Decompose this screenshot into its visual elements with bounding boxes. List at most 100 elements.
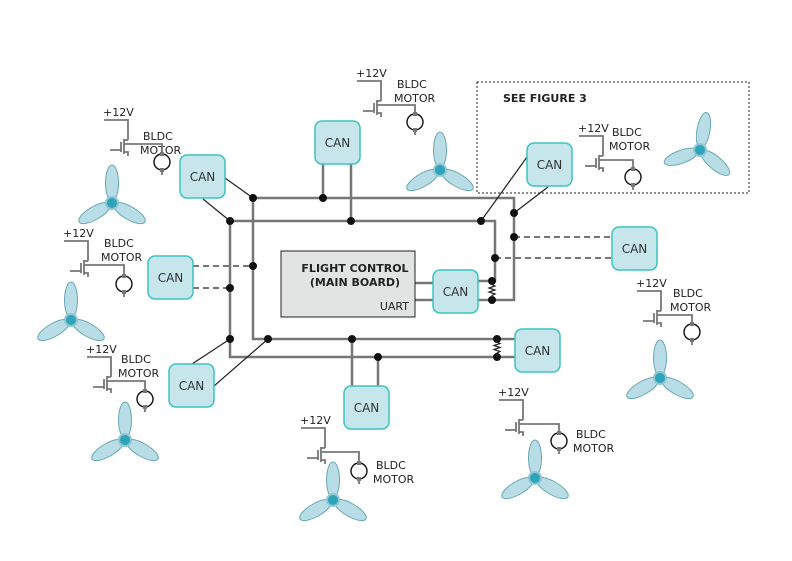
flight-control-board <box>280 250 416 318</box>
transistor-icon <box>301 427 360 484</box>
propeller-blade <box>653 339 667 377</box>
motor-label-line2: MOTOR <box>609 140 651 153</box>
motor-label-line2: MOTOR <box>394 92 436 105</box>
transistor-icon <box>579 135 634 190</box>
propeller-icon <box>626 339 694 400</box>
motor-label-line1: BLDC <box>397 78 427 91</box>
propeller-icon <box>37 281 105 342</box>
motor-brush <box>160 152 164 156</box>
motor-brush <box>690 338 694 342</box>
motor-label-line1: BLDC <box>143 130 173 143</box>
junction-dot <box>226 284 234 292</box>
motor-icon <box>115 275 133 293</box>
flight-control-title: FLIGHT CONTROL <box>301 262 408 275</box>
transistor-icon <box>104 119 163 175</box>
motor-brush <box>631 167 635 171</box>
can-node: CAN <box>147 255 194 300</box>
propeller-blade <box>528 439 542 477</box>
can-node-box <box>611 226 658 271</box>
termination-resistor-icon <box>492 339 502 357</box>
propeller-blade <box>695 112 712 149</box>
motor-icon <box>683 323 701 341</box>
motor-label-line2: MOTOR <box>101 251 143 264</box>
motor-brush <box>143 405 147 409</box>
propeller-icon <box>663 112 731 176</box>
propeller-icon <box>406 131 474 192</box>
junction-dot <box>347 217 355 225</box>
motor-brush <box>160 168 164 172</box>
junction-dot <box>510 233 518 241</box>
motor-brush <box>357 477 361 481</box>
junction-dot <box>374 353 382 361</box>
propeller-hub <box>528 471 542 485</box>
junction-dot <box>319 194 327 202</box>
can-node-label: CAN <box>190 170 216 184</box>
can-node-box <box>168 363 215 408</box>
supply-label: +12V <box>86 343 117 356</box>
junction-dot <box>226 335 234 343</box>
uart-label: UART <box>380 300 409 313</box>
transistor-icon <box>357 80 416 135</box>
transistor-icon <box>87 356 146 412</box>
propeller-hub <box>105 196 119 210</box>
junction-dot <box>249 194 257 202</box>
termination-resistor-icon <box>487 281 497 300</box>
can-node: CAN <box>514 328 561 373</box>
supply-label: +12V <box>103 106 134 119</box>
dynamic-layer: CANCANCANCANCANCANCANCANCAN+12VBLDCMOTOR… <box>37 67 731 522</box>
motor-label-line1: BLDC <box>576 428 606 441</box>
motor-brush <box>413 112 417 116</box>
can-node-label: CAN <box>158 271 184 285</box>
motor-label-line2: MOTOR <box>118 367 160 380</box>
motor-brush <box>631 183 635 187</box>
motor-label-line2: MOTOR <box>140 144 182 157</box>
supply-label: +12V <box>300 414 331 427</box>
can-node: CAN <box>526 142 573 187</box>
motor-icon <box>406 113 424 131</box>
see-figure-region <box>476 81 750 194</box>
can-node-box <box>147 255 194 300</box>
junction-dot <box>491 254 499 262</box>
bus-line-outer-top <box>253 196 516 302</box>
junction-dot <box>348 335 356 343</box>
see-figure-label: SEE FIGURE 3 <box>503 92 587 105</box>
link <box>513 186 549 214</box>
motor-brush <box>413 128 417 132</box>
motor-label-line2: MOTOR <box>670 301 712 314</box>
motor-brush <box>122 290 126 294</box>
diagonal-links <box>191 156 549 387</box>
supply-label: +12V <box>578 122 609 135</box>
motor-label-line2: MOTOR <box>373 473 415 486</box>
propeller-hub <box>118 433 132 447</box>
propeller-blade <box>105 164 119 202</box>
can-node-label: CAN <box>537 158 563 172</box>
can-node: CAN <box>343 385 390 430</box>
propeller-blade <box>118 401 132 439</box>
link <box>191 338 231 365</box>
propeller-blade <box>64 281 78 319</box>
motor-brush <box>122 274 126 278</box>
motor-brush <box>557 431 561 435</box>
propeller-blade <box>326 461 340 499</box>
supply-label: +12V <box>498 386 529 399</box>
can-node-label: CAN <box>354 401 380 415</box>
can-node-box <box>526 142 573 187</box>
can-node-box <box>314 120 361 165</box>
junction-dot <box>226 217 234 225</box>
transistor-icon <box>637 290 693 345</box>
can-node-box <box>179 154 226 199</box>
propeller-hub <box>433 163 447 177</box>
link <box>202 198 231 222</box>
can-node-box <box>432 269 479 314</box>
propeller-blade <box>433 131 447 169</box>
bus-line-left-a <box>251 198 497 341</box>
can-node: CAN <box>179 154 226 199</box>
junction-dot <box>510 209 518 217</box>
motor-label-line1: BLDC <box>104 237 134 250</box>
motor-brush <box>557 447 561 451</box>
motor-label-line1: BLDC <box>673 287 703 300</box>
propeller-icon <box>91 401 159 462</box>
